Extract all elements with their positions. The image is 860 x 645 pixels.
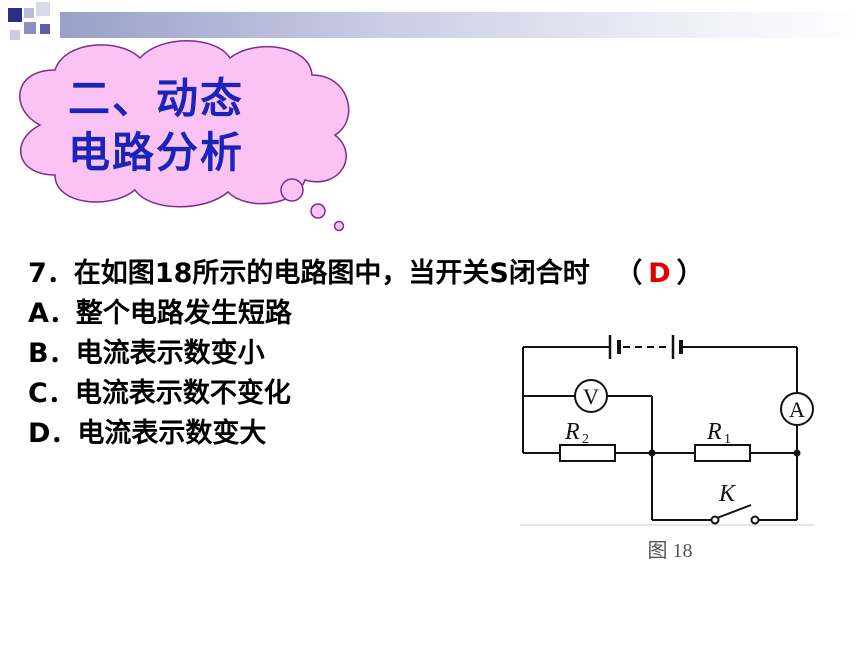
option-d: D．电流表示数变大 [28, 418, 267, 449]
voltmeter-label: V [583, 384, 599, 409]
resistor-r1 [694, 444, 751, 462]
decor-square [24, 8, 34, 18]
answer-paren-open: （ [615, 258, 643, 289]
question-block: 7．在如图18所示的电路图中，当开关S闭合时 （D） A．整个电路发生短路 B．… [28, 254, 848, 454]
question-stem-text: 7．在如图18所示的电路图中，当开关S闭合时 [28, 258, 590, 289]
junction-dot-right [793, 449, 801, 457]
decor-square [24, 22, 36, 34]
question-stem: 7．在如图18所示的电路图中，当开关S闭合时 （D） [28, 254, 848, 294]
circuit-diagram: V A R 2 R 1 K 图 18 [515, 325, 825, 570]
option-b: B．电流表示数变小 [28, 338, 265, 369]
decor-square [8, 8, 22, 22]
slide-heading: 二、动态 电路分析 [68, 72, 298, 180]
decor-square [36, 2, 50, 16]
option-a: A．整个电路发生短路 [28, 298, 292, 329]
r2-subscript: 2 [582, 432, 589, 447]
resistor-r2 [559, 444, 616, 462]
figure-caption: 图 18 [648, 540, 693, 562]
r1-subscript: 1 [724, 432, 731, 447]
top-decoration-bar [0, 0, 860, 50]
slide-heading-line1: 二、动态 [68, 74, 245, 123]
ammeter-label: A [789, 397, 805, 422]
switch-lever [716, 504, 752, 519]
switch-label: K [718, 481, 737, 507]
switch-contact-left [710, 515, 720, 525]
switch-contact-right [750, 515, 760, 525]
circuit-svg: V A R 2 R 1 K 图 18 [520, 335, 815, 562]
answer-letter: D [648, 258, 671, 289]
decor-square [40, 24, 50, 34]
slide-heading-line2: 电路分析 [68, 128, 245, 177]
option-c: C．电流表示数不变化 [28, 378, 291, 409]
decor-square [10, 30, 20, 40]
thought-cloud [0, 30, 370, 240]
answer-paren-close: ） [676, 258, 704, 289]
top-gradient-band [60, 12, 860, 38]
r2-label: R [564, 419, 580, 445]
r1-label: R [706, 419, 722, 445]
cloud-shape [19, 40, 350, 232]
junction-dot-middle [648, 449, 656, 457]
